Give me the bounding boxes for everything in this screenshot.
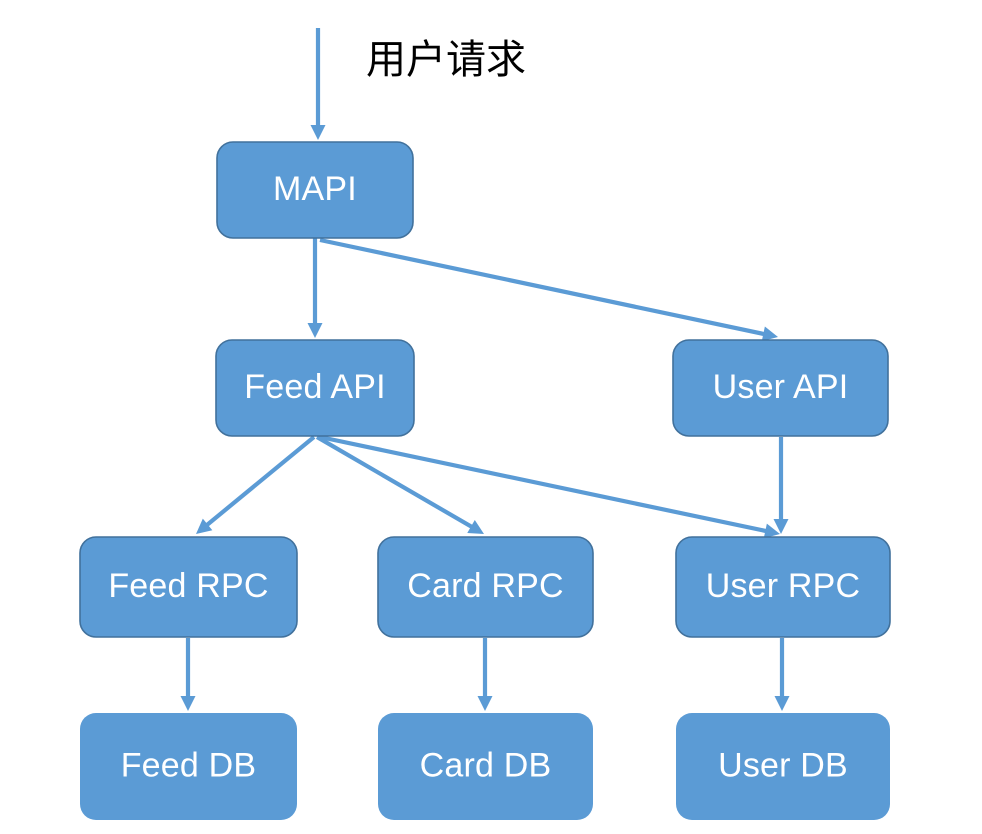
arrowhead-icon [310,125,326,140]
edge-mapi-to-user-api [319,237,778,342]
node-card-rpc[interactable]: Card RPC [377,536,594,638]
node-label: User RPC [706,567,861,605]
node-label: Feed API [244,368,385,406]
node-shape[interactable] [378,713,593,820]
node-mapi[interactable]: MAPI [216,141,414,239]
arrowhead-icon [773,519,789,534]
arrowhead-icon [196,518,213,534]
user-request-caption: 用户请求 [366,37,526,82]
node-shape[interactable] [675,536,891,638]
edge-feed-api-to-user-rpc [319,434,780,539]
node-shape[interactable] [676,713,890,820]
arrowhead-icon [307,323,323,338]
node-shape[interactable] [216,141,414,239]
node-card-db[interactable]: Card DB [378,713,593,820]
arrowhead-icon [467,519,484,534]
node-user-db[interactable]: User DB [676,713,890,820]
node-label: Feed RPC [108,567,268,605]
arrowhead-icon [763,523,780,539]
node-label: MAPI [273,170,357,208]
node-label: User DB [718,746,848,784]
arrowhead-icon [477,696,493,711]
nodes-layer: MAPI Feed API User API Feed RPC Card RPC User… [79,141,891,820]
node-label: Feed DB [121,746,257,784]
node-shape[interactable] [80,713,297,820]
node-shape[interactable] [79,536,298,638]
edge-card-rpc-to-card-db [477,638,493,711]
arrowhead-icon [774,696,790,711]
node-feed-rpc[interactable]: Feed RPC [79,536,298,638]
edge-feed-rpc-to-feed-db [180,638,196,711]
edge-user-api-to-user-rpc [773,437,789,534]
edge-feed-api-to-card-rpc [315,435,484,534]
edge-line [315,435,474,530]
node-user-api[interactable]: User API [672,339,889,437]
edge-line [204,435,316,528]
edge-feed-api-to-feed-rpc [196,435,316,534]
arrowhead-icon [761,326,778,342]
edge-user-rpc-to-user-db [774,638,790,711]
node-feed-db[interactable]: Feed DB [80,713,297,820]
edges-layer [180,28,790,711]
node-label: Card RPC [407,567,564,605]
node-user-rpc[interactable]: User RPC [675,536,891,638]
node-shape[interactable] [215,339,415,437]
node-label: Card DB [420,746,552,784]
node-shape[interactable] [377,536,594,638]
node-shape[interactable] [672,339,889,437]
arrowhead-icon [180,696,196,711]
edge-request-to-mapi [310,28,326,140]
edge-line [319,237,766,337]
edge-mapi-to-feed-api [307,238,323,338]
node-label: User API [713,368,849,406]
node-feed-api[interactable]: Feed API [215,339,415,437]
edge-line [319,434,768,534]
